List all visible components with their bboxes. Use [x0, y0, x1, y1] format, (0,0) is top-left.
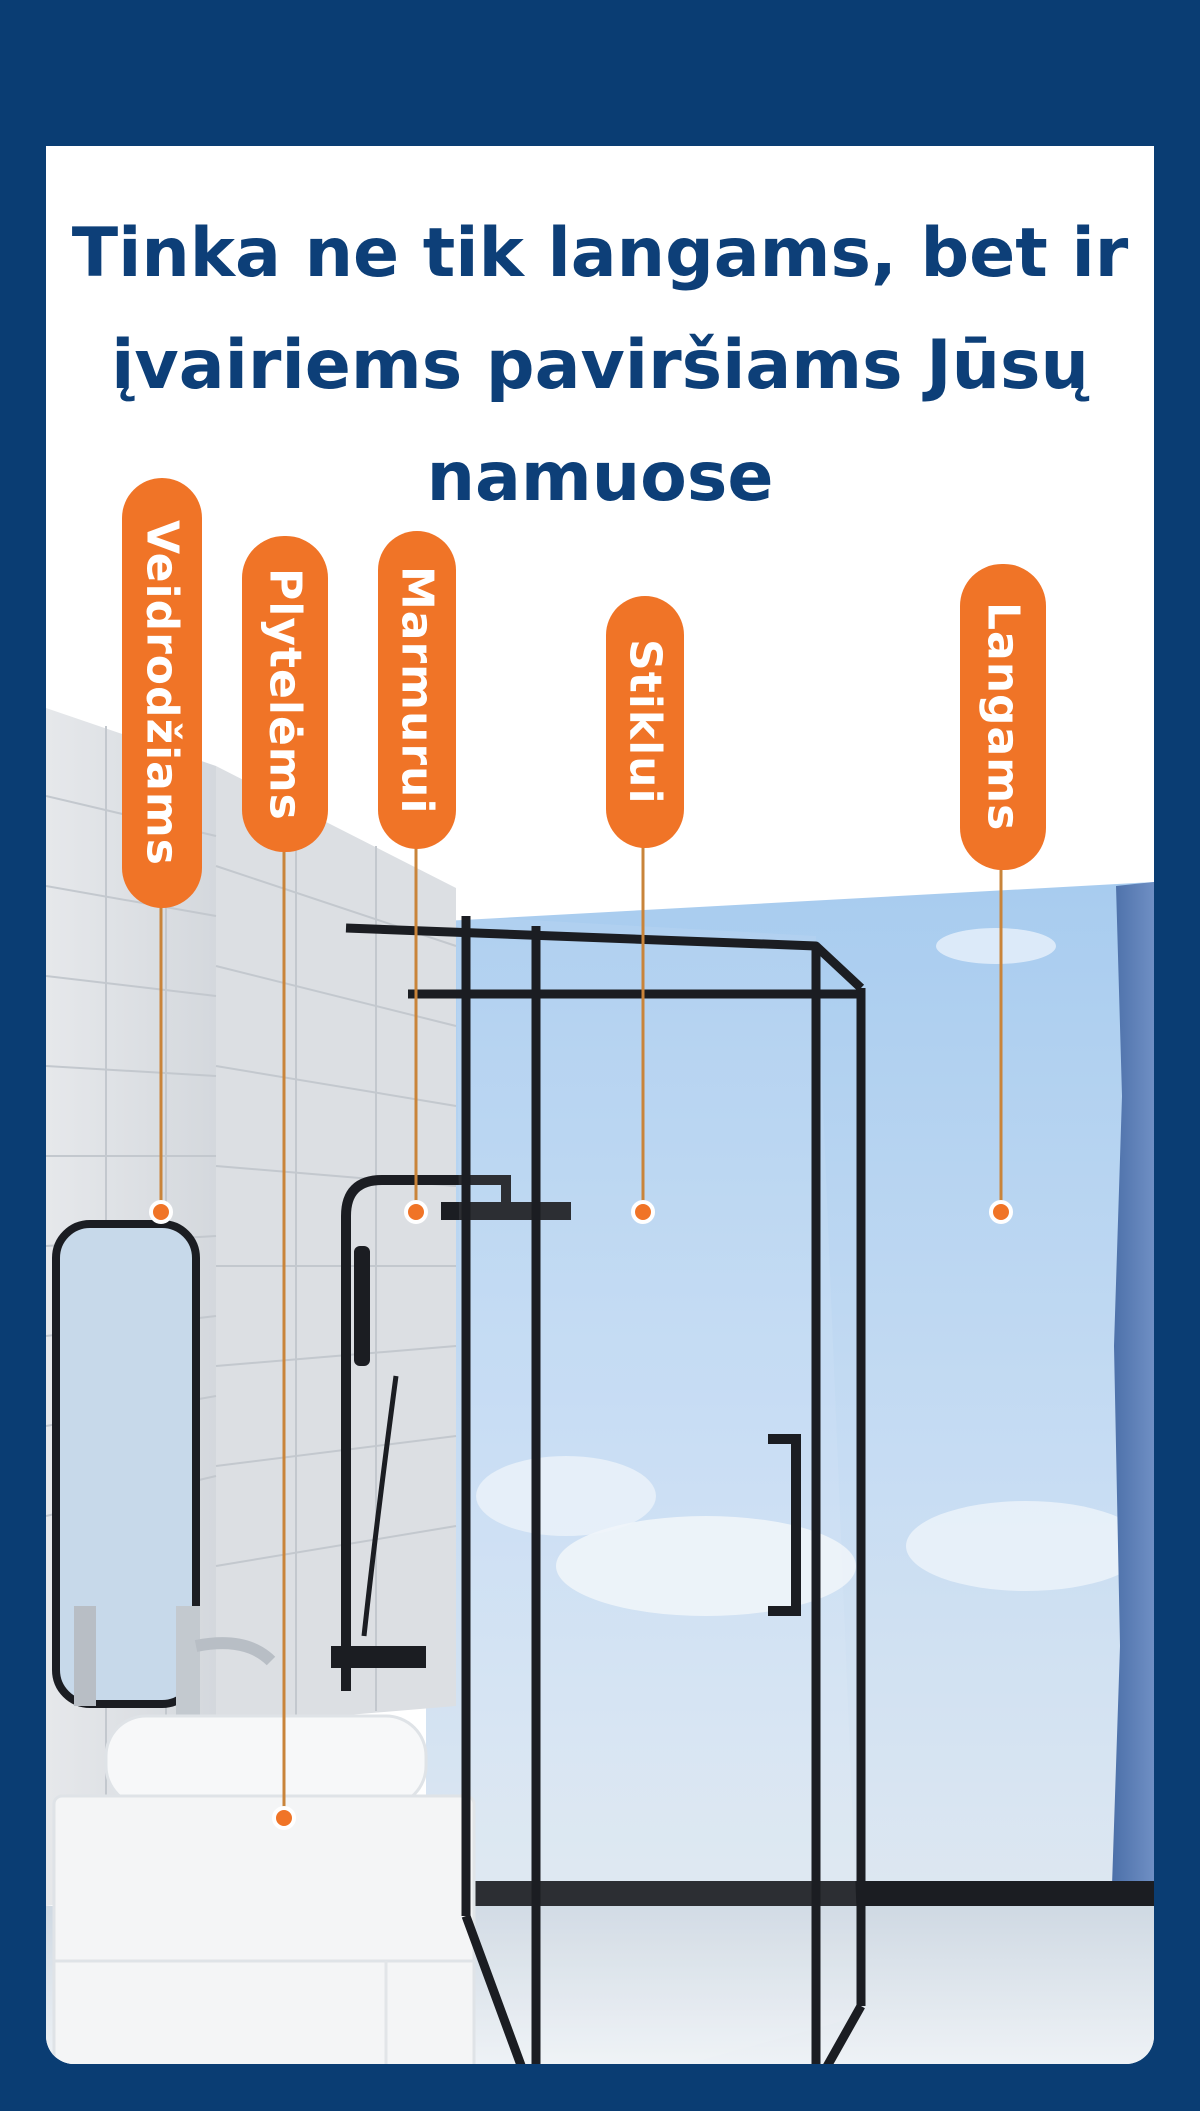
label-mirror: Veidrodžiams: [122, 478, 202, 908]
window-sky: [426, 882, 1154, 1926]
marker-marble: [404, 1200, 428, 1224]
marker-windows: [989, 1200, 1013, 1224]
bathroom-photo: [46, 708, 1154, 2064]
marker-glass: [631, 1200, 655, 1224]
marker-tiles: [272, 1806, 296, 1830]
label-windows: Langams: [960, 564, 1046, 870]
sink: [104, 1714, 428, 1808]
page-title: Tinka ne tik langams, bet ir įvairiems p…: [71, 214, 1129, 517]
label-marble: Marmurui: [378, 531, 456, 849]
mirror: [52, 1220, 200, 1708]
label-glass: Stiklui: [606, 596, 684, 848]
curtain: [1111, 882, 1154, 1916]
marker-mirror: [149, 1200, 173, 1224]
content-card: Tinka ne tik langams, bet ir įvairiems p…: [46, 146, 1154, 2064]
vanity-cabinet: [52, 1794, 476, 2064]
shower-enclosure: [345, 916, 866, 2064]
label-tiles: Plytelėms: [242, 536, 328, 852]
door-handle: [768, 1434, 801, 1616]
tiled-wall-right: [216, 766, 456, 1726]
